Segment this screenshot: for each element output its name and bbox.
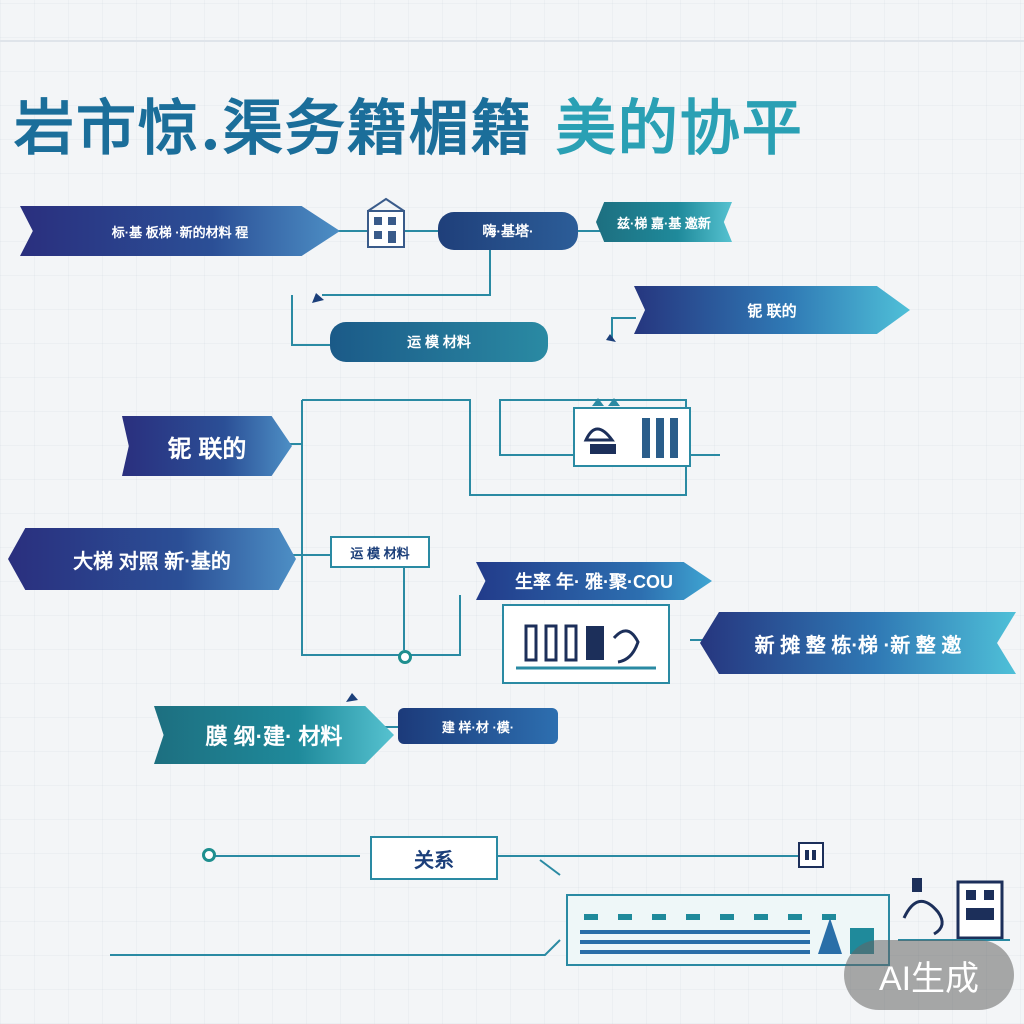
connector	[539, 859, 561, 876]
connector	[322, 248, 491, 296]
banner-mid-left: 铌 联的	[122, 416, 292, 476]
banner-top-left: 标·基 板梯 ·新的材料 程	[20, 206, 340, 256]
banner-top-right: 兹·梯 嘉·基 邀新	[596, 202, 732, 242]
arrow-head	[312, 293, 324, 303]
node-center: 运 模 材料	[330, 536, 430, 568]
banner-lower-left: 膜 纲·建· 材料	[154, 706, 394, 764]
connector	[110, 939, 561, 956]
banner-right: 新 摊 整 栋·梯 ·新 整 邀	[700, 612, 1016, 674]
node-dot	[398, 650, 412, 664]
pill-row2: 运 模 材料	[330, 322, 548, 362]
arrow-head	[606, 334, 616, 342]
pill-lower: 建 样·材 ·模·	[398, 708, 558, 744]
title-main: 岩市惊.渠务籍楣籍	[14, 94, 533, 164]
arrow-head	[346, 693, 358, 702]
timeline-node: 关系	[370, 836, 498, 880]
scale-icon	[502, 604, 670, 684]
factory-icon	[896, 856, 1012, 946]
ai-watermark: AI生成	[844, 940, 1014, 1010]
banner-center-right: 生率 年· 雅·聚·COU	[476, 562, 712, 600]
pill-top: 嗨·基塔·	[438, 212, 578, 250]
small-building-icon	[798, 842, 824, 868]
banner-row2-right: 铌 联的	[634, 286, 910, 334]
timeline-dot	[202, 848, 216, 862]
machine-icon	[570, 396, 694, 472]
connector	[291, 295, 330, 346]
connector	[611, 317, 636, 340]
connector	[301, 400, 461, 656]
top-divider	[0, 40, 1024, 42]
building-icon	[362, 196, 410, 252]
bottom-panel	[566, 894, 890, 966]
banner-left: 大梯 对照 新·基的	[8, 528, 296, 590]
page-title: 岩市惊.渠务籍楣籍 美的协平	[14, 80, 994, 167]
title-tail: 美的协平	[555, 94, 804, 164]
